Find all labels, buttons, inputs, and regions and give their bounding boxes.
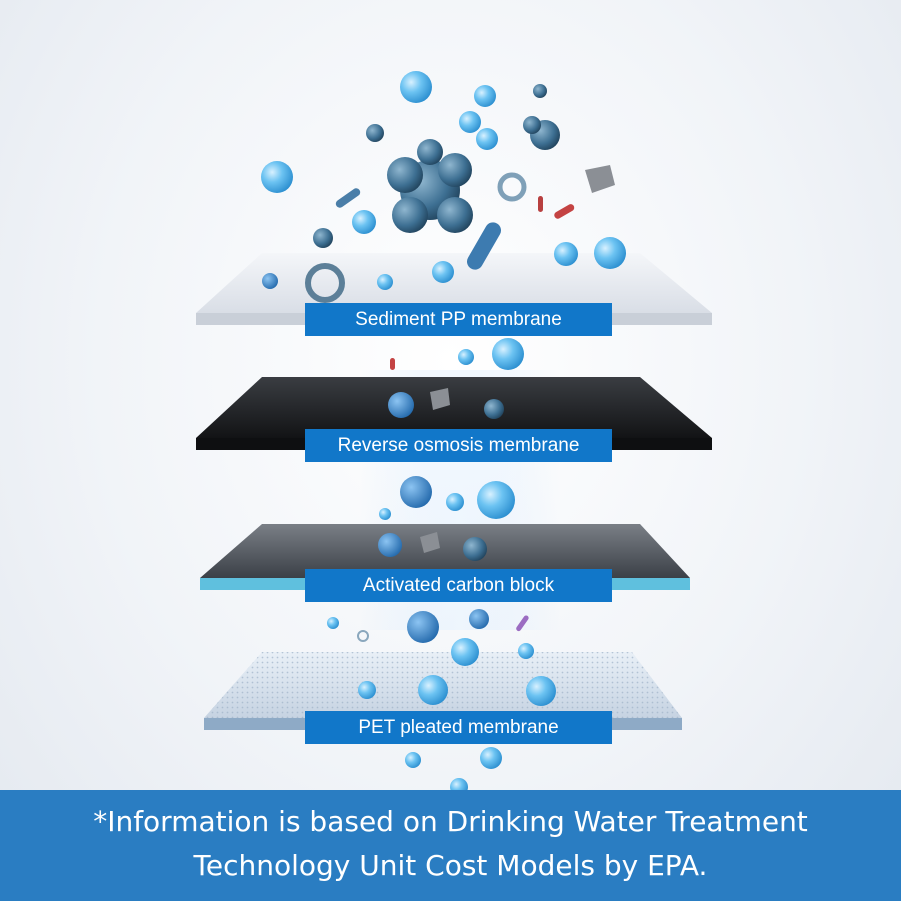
- label-sediment-pp: Sediment PP membrane: [305, 303, 612, 336]
- filtration-illustration: Sediment PP membrane Reverse osmosis mem…: [196, 71, 712, 790]
- label-reverse-osmosis: Reverse osmosis membrane: [305, 429, 612, 462]
- label-activated-carbon: Activated carbon block: [305, 569, 612, 602]
- filter-layers-graphic: [196, 71, 712, 790]
- contaminant-cluster: [305, 84, 615, 303]
- virus-particles: [262, 273, 529, 643]
- label-pet-pleated: PET pleated membrane: [305, 711, 612, 744]
- footnote-line-1: *Information is based on Drinking Water …: [93, 805, 808, 838]
- footnote-line-2: Technology Unit Cost Models by EPA.: [193, 849, 708, 882]
- water-drops: [261, 71, 626, 790]
- footnote-banner: *Information is based on Drinking Water …: [0, 790, 901, 901]
